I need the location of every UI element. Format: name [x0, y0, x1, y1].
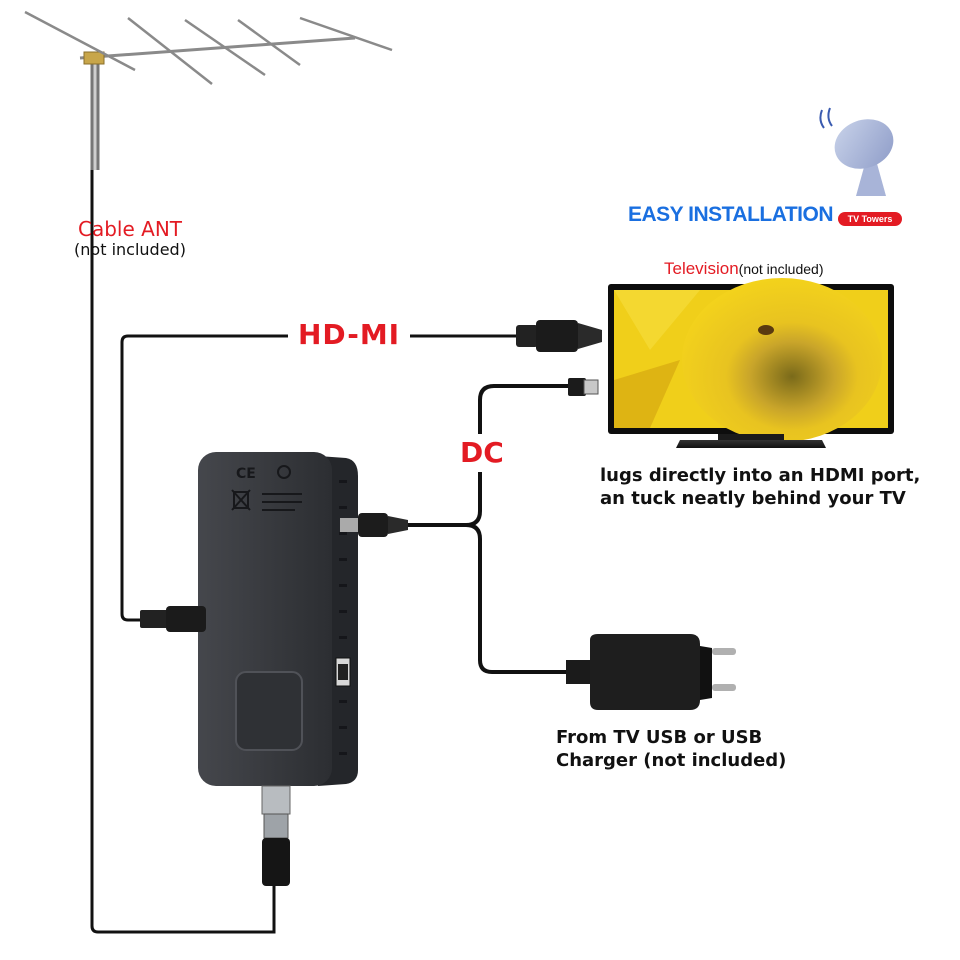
- dc-cable: [408, 384, 572, 674]
- vent-slots: [339, 480, 347, 755]
- dc-plug-icon: [340, 513, 408, 537]
- antenna-cable: [90, 170, 276, 934]
- television-note: (not included): [738, 261, 824, 277]
- hdmi-plug-tv-icon: [516, 320, 602, 352]
- television-title: Television: [664, 259, 739, 278]
- easy-installation-heading: EASY INSTALLATION: [628, 203, 834, 226]
- hdmi-description: lugs directly into an HDMI port, an tuck…: [600, 464, 920, 510]
- hdmi-label: HD-MI: [288, 318, 411, 352]
- usb-plug-icon: [568, 378, 599, 396]
- dc-label: DC: [456, 434, 508, 472]
- hdmi-description-line-1: lugs directly into an HDMI port,: [600, 465, 921, 486]
- television-icon: [608, 278, 894, 448]
- charger-label-line-2: Charger (not included): [556, 750, 787, 771]
- svg-text:CE: CE: [236, 466, 256, 482]
- hdmi-cable: [120, 334, 520, 622]
- cert-marks: CE: [231, 465, 302, 511]
- charger-label-line-1: From TV USB or USB: [556, 727, 763, 748]
- rf-connector-icon: [261, 785, 291, 886]
- television-label: Television(not included): [664, 259, 823, 279]
- charger-label: From TV USB or USB Charger (not included…: [556, 726, 786, 772]
- cable-ant-title: Cable ANT: [78, 217, 182, 241]
- hdmi-description-line-2: an tuck neatly behind your TV: [600, 488, 906, 509]
- tv-towers-badge-text: TV Towers: [847, 214, 893, 224]
- set-top-box: CE: [198, 452, 358, 786]
- tv-tower-icon: [819, 107, 894, 196]
- cable-ant-label: Cable ANT (not included): [60, 218, 200, 260]
- tv-tower-badge: [838, 212, 902, 226]
- usb-charger-icon: [566, 634, 736, 710]
- hdmi-plug-box-icon: [140, 606, 206, 632]
- yagi-antenna-icon: [24, 10, 393, 170]
- cable-ant-note: (not included): [74, 240, 186, 259]
